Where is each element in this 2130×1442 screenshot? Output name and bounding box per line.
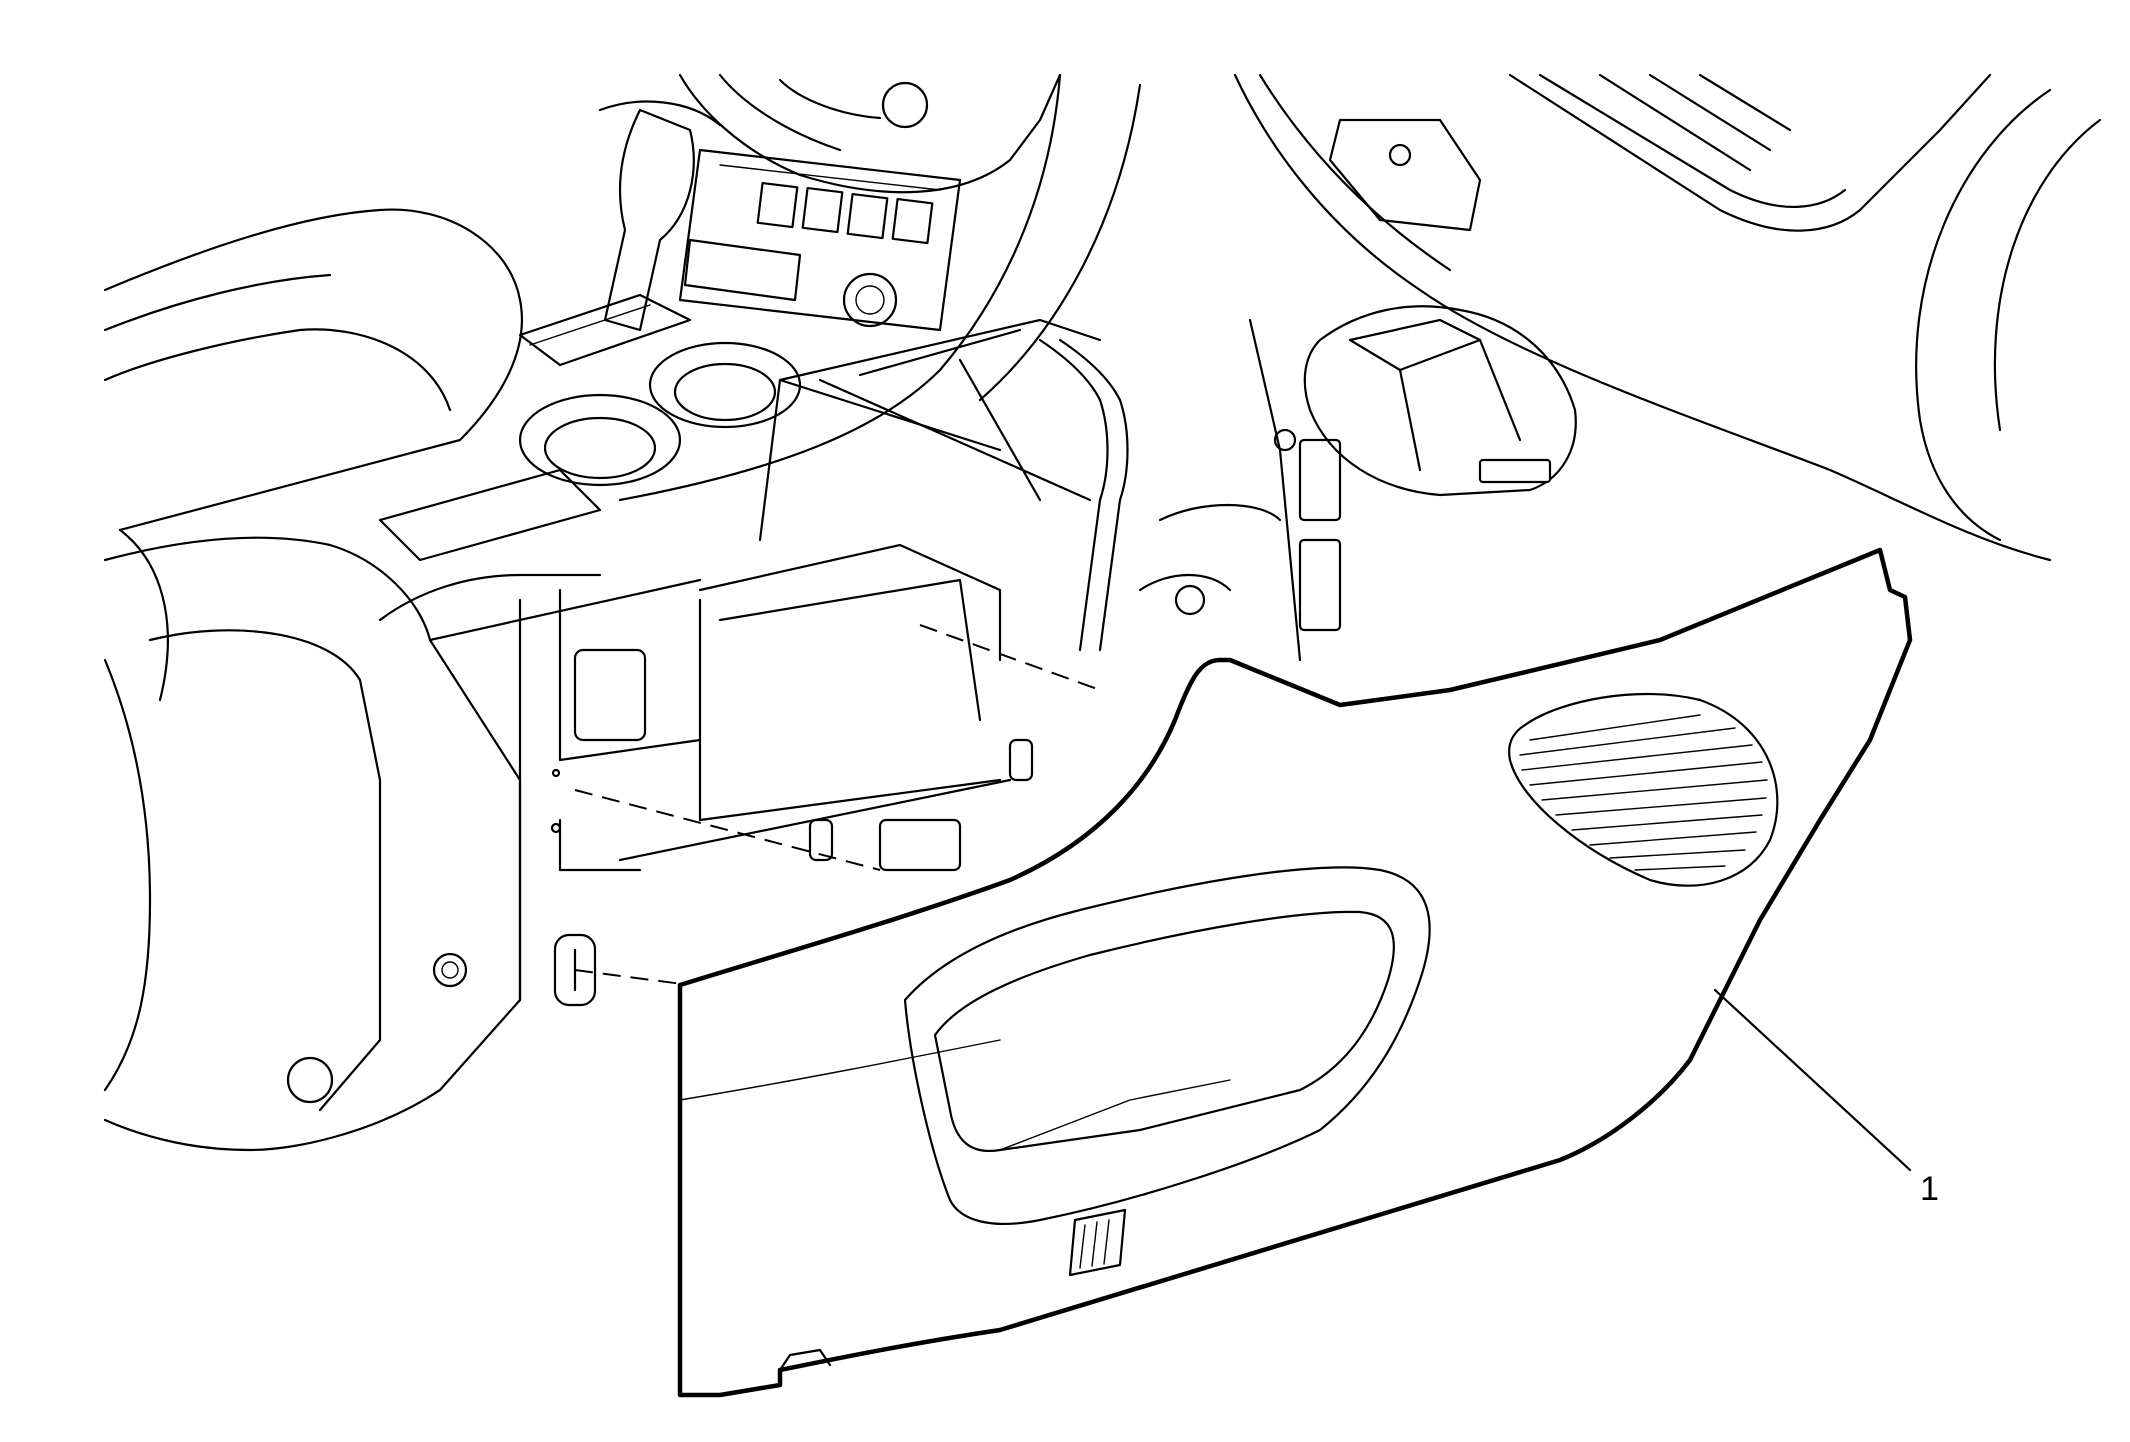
steering-column-bracket [1303,305,1577,497]
vent-grille-icon [1508,692,1779,887]
small-vent-icon [1068,1208,1127,1277]
console-side-trim-panel [677,547,1913,1398]
center-stack [378,73,1142,562]
alignment-guides [574,624,1101,986]
instrument-panel [1233,73,2102,562]
callout-1: 1 [1713,988,1939,1208]
callout-label: 1 [1920,1170,1939,1208]
center-console [103,208,702,1152]
console-frame [518,318,1342,1007]
